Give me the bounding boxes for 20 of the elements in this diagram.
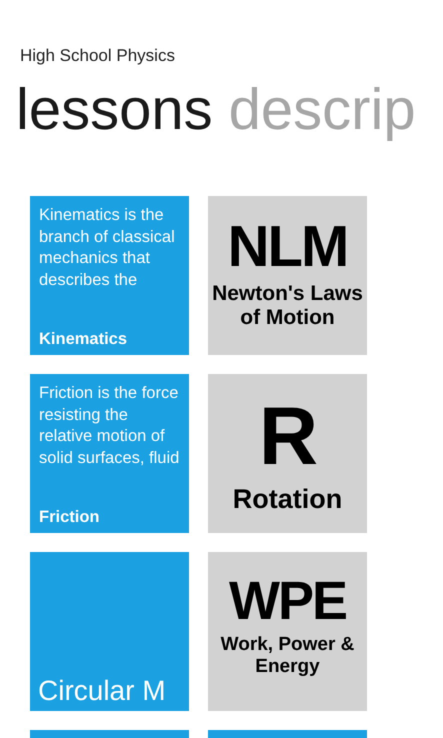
pivot-header: descrip bbox=[228, 76, 416, 144]
app-title: High School Physics bbox=[20, 46, 175, 66]
lesson-title: Kinematics bbox=[39, 330, 128, 349]
lesson-tile bbox=[30, 552, 189, 711]
pivot-header: lessons bbox=[16, 76, 213, 144]
lesson-tile bbox=[208, 196, 367, 355]
lesson-tile bbox=[30, 196, 189, 355]
lesson-abbreviation: NLM bbox=[226, 218, 348, 276]
lesson-title: Friction bbox=[39, 508, 100, 527]
lesson-abbreviation: WPE bbox=[228, 574, 347, 628]
lesson-tile bbox=[208, 552, 367, 711]
lesson-title: Newton's Laws of Motion bbox=[211, 282, 364, 330]
lesson-tile bbox=[208, 374, 367, 533]
lesson-description: Friction is the force resisting the relative motion of solid surfaces, fluid bbox=[39, 383, 180, 470]
lesson-title: Circular M bbox=[38, 675, 166, 707]
lesson-tile bbox=[30, 374, 189, 533]
lesson-title: Work, Power & Energy bbox=[220, 634, 356, 678]
lesson-description: Kinematics is the branch of classical mechanics that describes the bbox=[39, 205, 176, 292]
lesson-abbreviation: R bbox=[258, 396, 318, 478]
lesson-title: Rotation bbox=[232, 484, 344, 515]
